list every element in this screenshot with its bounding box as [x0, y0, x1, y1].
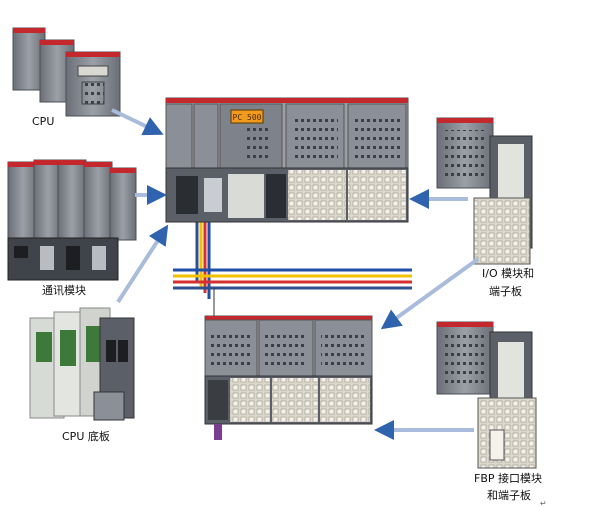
paragraph-mark: ↵ [540, 499, 547, 507]
label-io-module-line1: I/O 模块和 [482, 267, 535, 280]
arrow-baseplate [116, 224, 169, 304]
arrow-cpu [111, 108, 164, 136]
label-io-module-line2: 端子板 [489, 285, 522, 298]
io-module-terminal-image [436, 117, 533, 265]
label-fbp-line2: 和端子板 [487, 489, 531, 502]
io-rack-image [204, 315, 373, 440]
bus-cables [173, 222, 412, 316]
label-cpu: CPU [32, 115, 55, 128]
cpu-units-image [12, 27, 121, 117]
comm-modules-image [7, 159, 137, 281]
label-cpu-baseplate: CPU 底板 [62, 430, 110, 443]
label-comm-module: 通讯模块 [42, 284, 86, 297]
cpu-baseplate-image [29, 307, 135, 421]
arrow-io-bottom [380, 257, 480, 330]
main-plc-rack-image: PC 500 [165, 97, 409, 223]
fbp-module-terminal-image [436, 321, 537, 469]
cpu-display: PC 500 [233, 113, 262, 122]
arrows [111, 108, 480, 440]
label-fbp-line1: FBP 接口模块 [474, 472, 543, 485]
